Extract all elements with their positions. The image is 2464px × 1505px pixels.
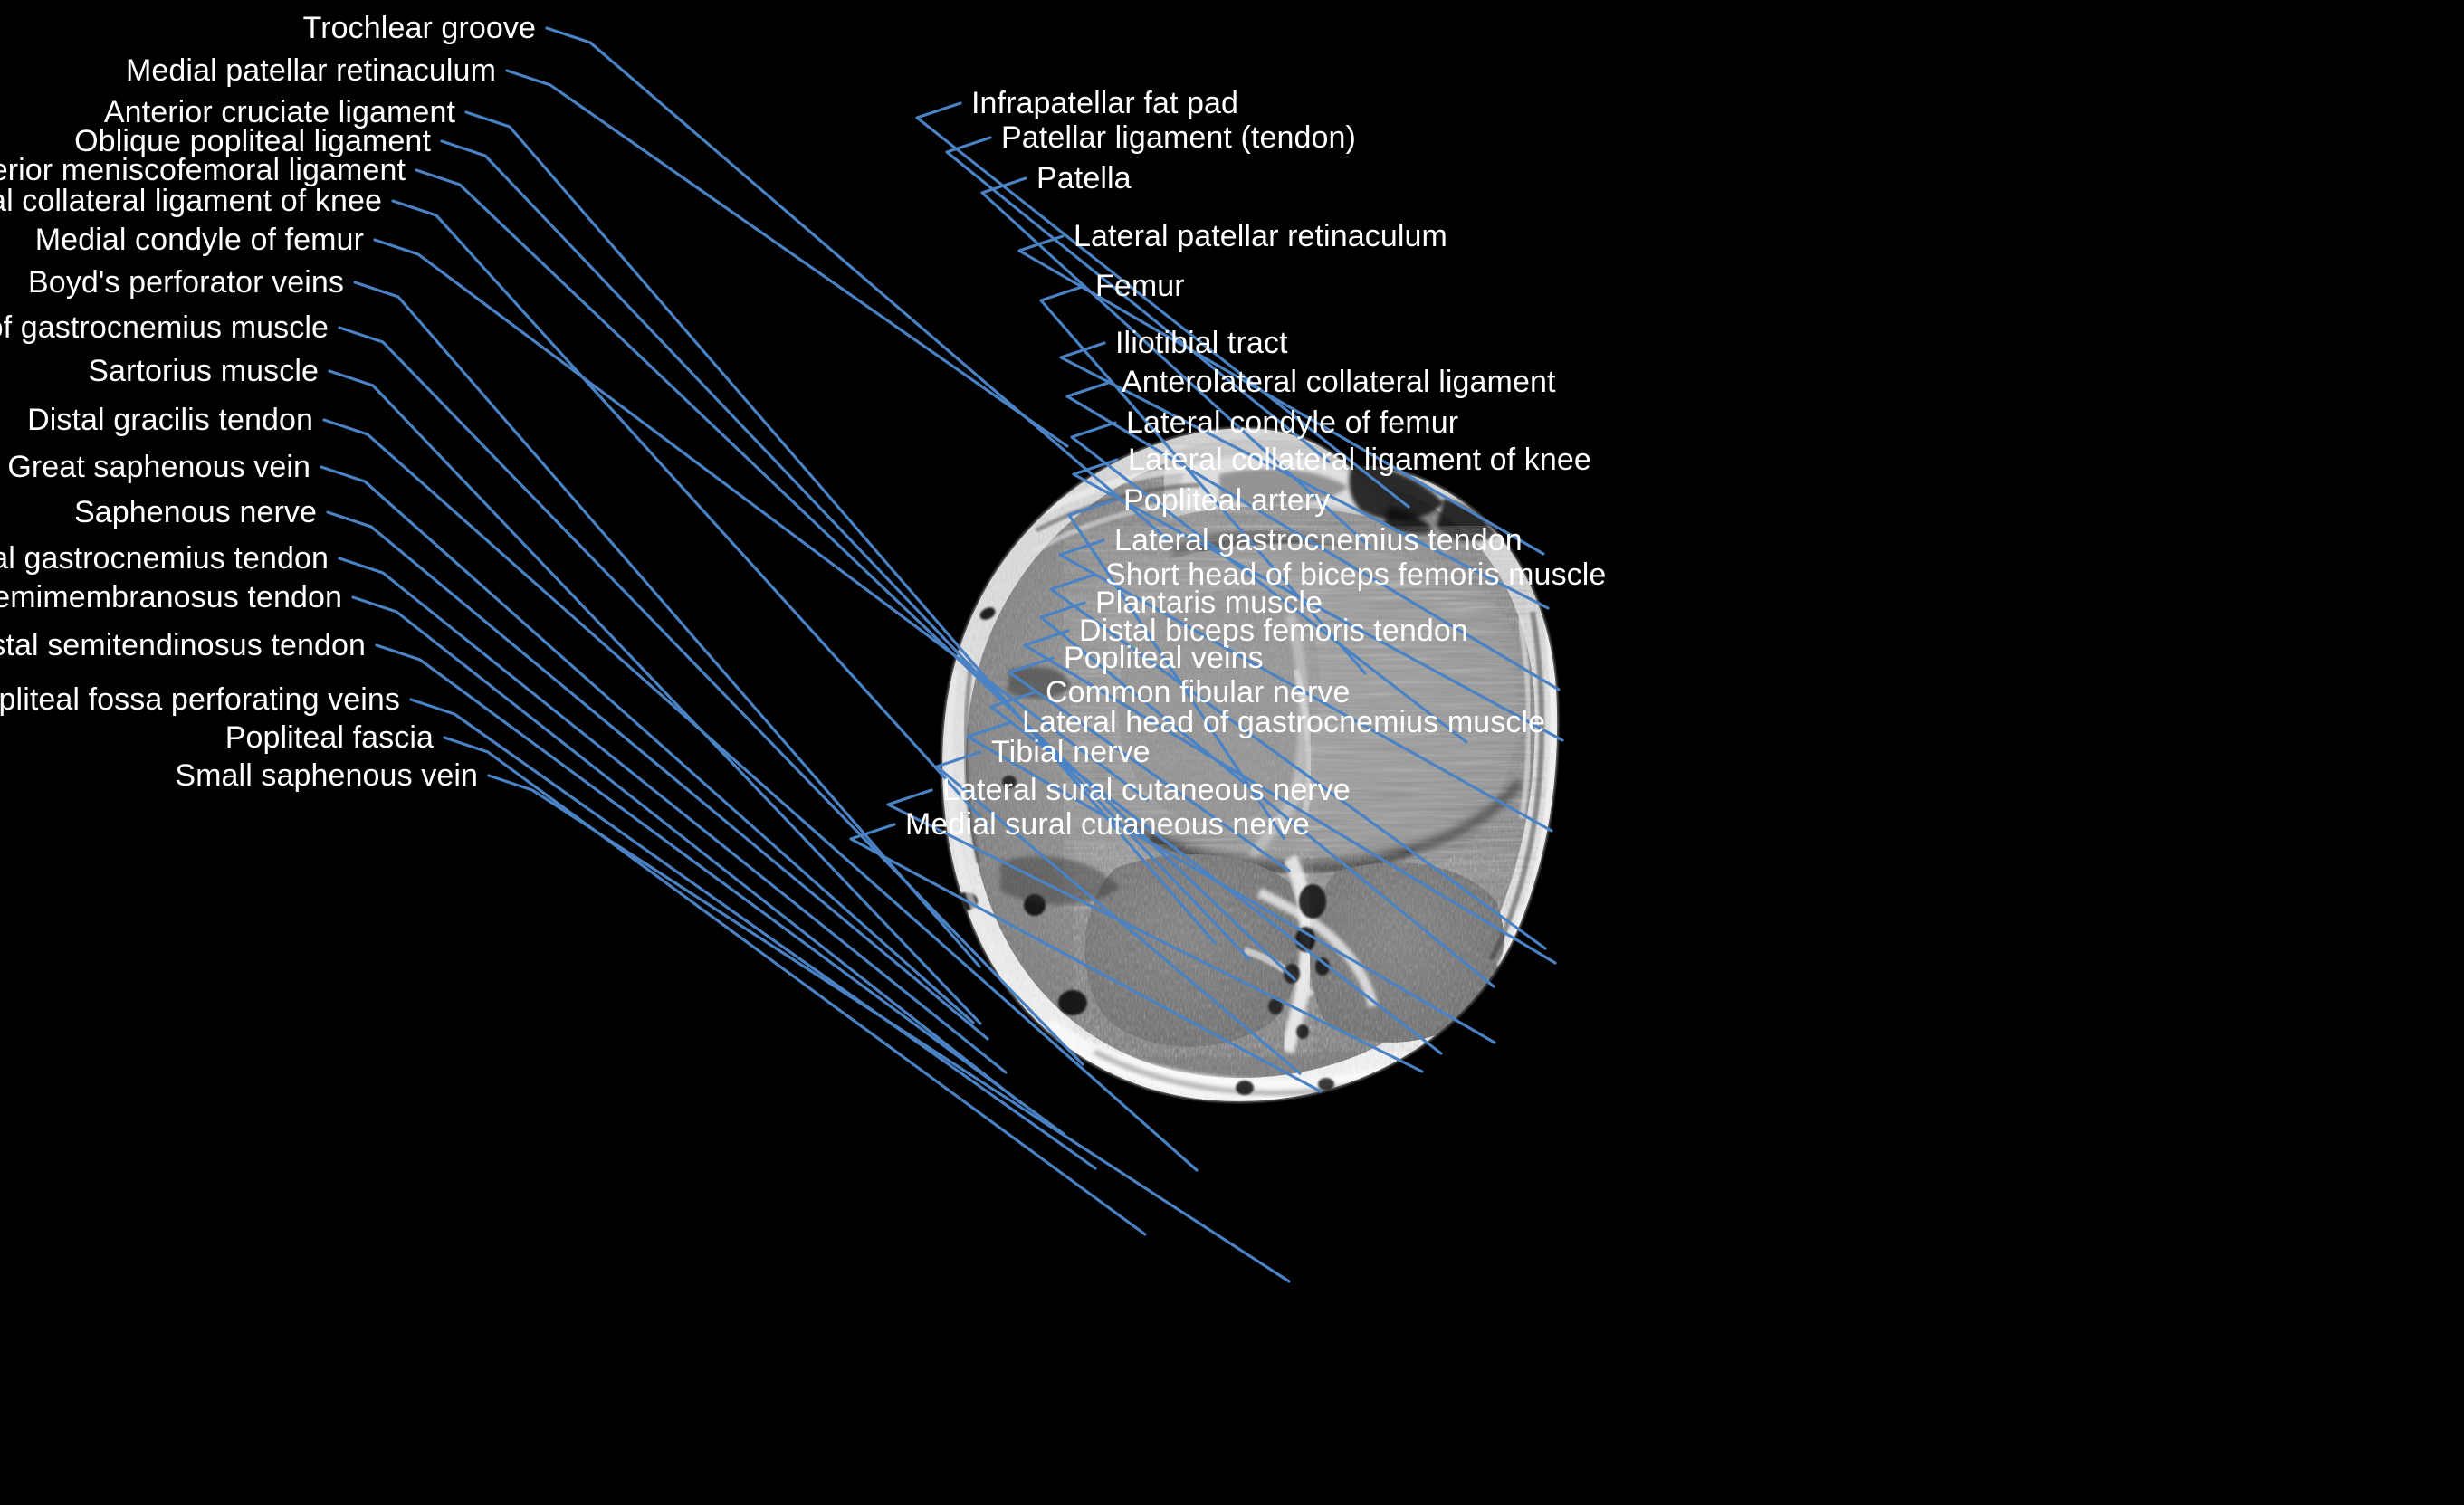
leader-line-medial-collateral-ligament-of-knee [391, 199, 990, 828]
label-popliteal-fascia[interactable]: Popliteal fascia [224, 720, 434, 755]
leader-line-boyd-s-perforator-veins [353, 281, 981, 968]
label-popliteal-fossa-perforating-veins[interactable]: Popliteal fossa perforating veins [0, 682, 400, 717]
label-oblique-popliteal-ligament[interactable]: Oblique popliteal ligament [74, 124, 431, 158]
label-lateral-sural-cutaneous-nerve[interactable]: Lateral sural cutaneous nerve [942, 773, 1351, 807]
label-lateral-collateral-ligament-of-knee[interactable]: Lateral collateral ligament of knee [1128, 443, 1591, 477]
label-small-saphenous-vein[interactable]: Small saphenous vein [175, 758, 478, 793]
label-tibial-nerve[interactable]: Tibial nerve [991, 735, 1151, 769]
label-boyd-s-perforator-veins[interactable]: Boyd's perforator veins [28, 265, 344, 300]
label-great-saphenous-vein[interactable]: Great saphenous vein [7, 450, 310, 484]
label-medial-sural-cutaneous-nerve[interactable]: Medial sural cutaneous nerve [905, 807, 1310, 842]
label-patella[interactable]: Patella [1036, 161, 1132, 195]
label-popliteal-veins[interactable]: Popliteal veins [1064, 641, 1264, 675]
label-femur[interactable]: Femur [1095, 269, 1185, 303]
label-plantaris-muscle[interactable]: Plantaris muscle [1095, 586, 1323, 620]
label-medial-gastrocnemius-tendon[interactable]: Medial gastrocnemius tendon [0, 541, 329, 576]
label-posterior-meniscofemoral-ligament[interactable]: Posterior meniscofemoral ligament [0, 153, 406, 187]
label-anterior-cruciate-ligament[interactable]: Anterior cruciate ligament [103, 95, 455, 129]
label-saphenous-nerve[interactable]: Saphenous nerve [73, 495, 317, 529]
label-distal-semitendinosus-tendon[interactable]: Distal semitendinosus tendon [0, 628, 366, 662]
label-trochlear-groove[interactable]: Trochlear groove [302, 11, 536, 45]
label-popliteal-artery[interactable]: Popliteal artery [1123, 483, 1331, 518]
leader-line-sartorius-muscle [328, 369, 982, 1025]
label-common-fibular-nerve[interactable]: Common fibular nerve [1046, 675, 1351, 710]
label-lateral-patellar-retinaculum[interactable]: Lateral patellar retinaculum [1074, 219, 1447, 253]
label-distal-biceps-femoris-tendon[interactable]: Distal biceps femoris tendon [1079, 614, 1468, 648]
label-medial-patellar-retinaculum[interactable]: Medial patellar retinaculum [125, 53, 496, 88]
label-lateral-head-of-gastrocnemius-muscle[interactable]: Lateral head of gastrocnemius muscle [1022, 705, 1546, 739]
label-lateral-gastrocnemius-tendon[interactable]: Lateral gastrocnemius tendon [1114, 523, 1523, 557]
label-distal-gracilis-tendon[interactable]: Distal gracilis tendon [27, 403, 313, 437]
label-patellar-ligament-tendon[interactable]: Patellar ligament (tendon) [1001, 120, 1356, 155]
label-medial-condyle-of-femur[interactable]: Medial condyle of femur [34, 223, 364, 257]
label-medial-head-of-gastrocnemius-muscle[interactable]: Medial head of gastrocnemius muscle [0, 310, 329, 345]
label-anterolateral-collateral-ligament[interactable]: Anterolateral collateral ligament [1122, 365, 1556, 399]
label-lateral-condyle-of-femur[interactable]: Lateral condyle of femur [1126, 405, 1459, 440]
leader-line-medial-patellar-retinaculum [505, 69, 1069, 448]
label-infrapatellar-fat-pad[interactable]: Infrapatellar fat pad [971, 86, 1239, 120]
label-medial-collateral-ligament-of-knee[interactable]: Medial collateral ligament of knee [0, 184, 382, 218]
label-distal-semimembranosus-tendon[interactable]: Distal semimembranosus tendon [0, 580, 342, 614]
label-iliotibial-tract[interactable]: Iliotibial tract [1115, 326, 1288, 360]
label-short-head-of-biceps-femoris-muscle[interactable]: Short head of biceps femoris muscle [1105, 557, 1607, 592]
label-sartorius-muscle[interactable]: Sartorius muscle [88, 354, 319, 388]
